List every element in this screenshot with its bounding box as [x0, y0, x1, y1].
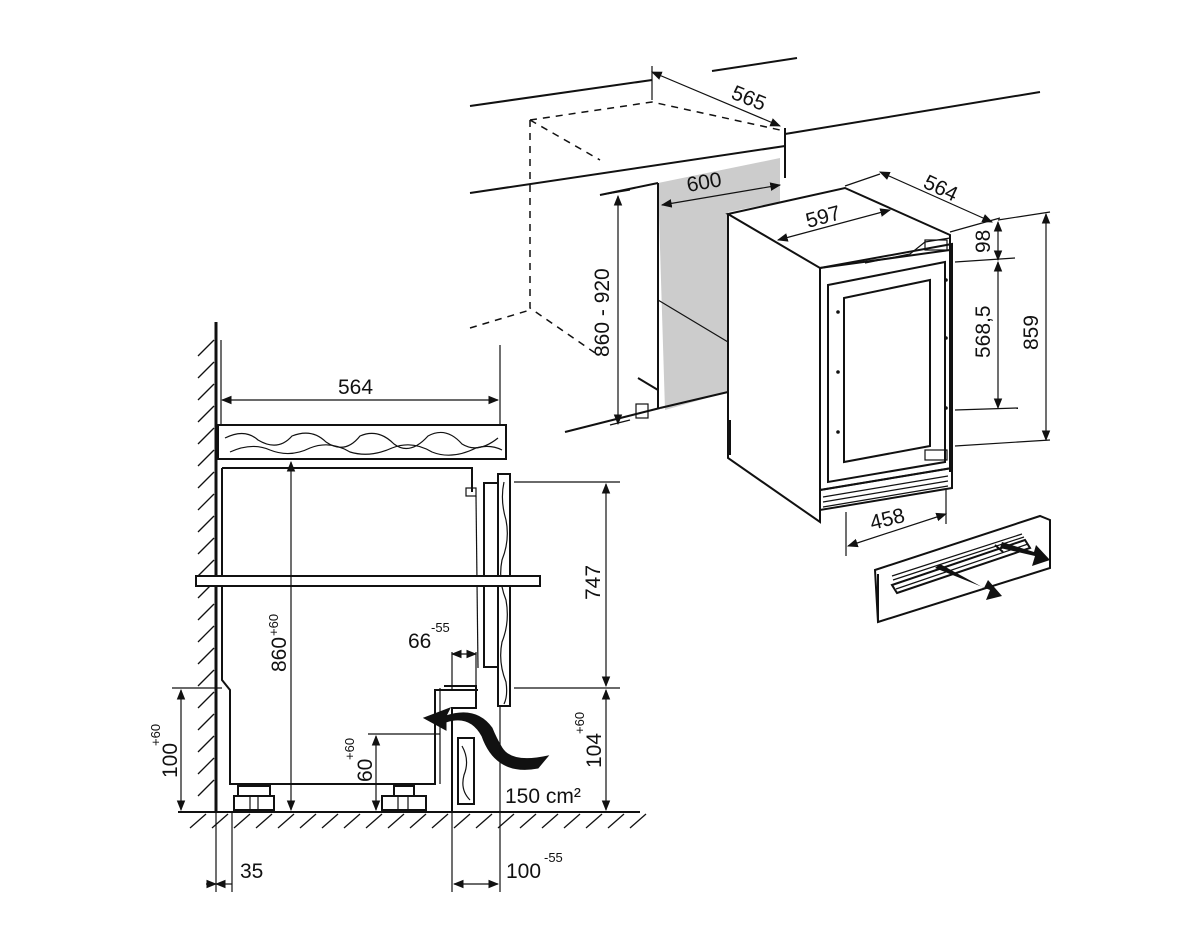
floor-hatch-line — [431, 813, 449, 829]
wall-hatch-line — [197, 383, 215, 401]
wall-hatch-line — [197, 603, 215, 621]
floor-hatch-line — [519, 813, 537, 829]
floor-hatch-line — [211, 813, 229, 829]
wall-hatch-line — [197, 559, 215, 577]
wall-hatch-line — [197, 669, 215, 687]
floor-hatch-line — [189, 813, 207, 829]
airflow-arrow — [422, 707, 550, 770]
dim-appliance-height: 859 — [1020, 315, 1043, 350]
dim-plinth-right: 104 — [583, 733, 606, 768]
dim-side-depth: 564 — [338, 376, 373, 399]
dim-bottom-offset-tol: -55 — [544, 850, 563, 865]
dim-inner-height: 860 — [268, 637, 291, 672]
wall-hatch-line — [197, 757, 215, 775]
floor-hatch-line — [387, 813, 405, 829]
floor-hatch-line — [541, 813, 559, 829]
floor-hatch-line — [365, 813, 383, 829]
dim-grille-width: 458 — [868, 504, 908, 535]
floor-hatch-line — [607, 813, 625, 829]
wall-hatch-line — [197, 779, 215, 797]
wall-hatch-line — [197, 361, 215, 379]
floor-hatch-line — [233, 813, 251, 829]
rear-foot — [393, 785, 415, 797]
wall-hatch-line — [197, 515, 215, 533]
airflow-in-arrow — [935, 564, 1002, 600]
wall-hatch-line — [197, 449, 215, 467]
floor-hatch-line — [563, 813, 581, 829]
floor-hatch-line — [453, 813, 471, 829]
appliance-hinge-bottom — [924, 449, 948, 461]
dim-wall-offset: 35 — [240, 860, 263, 883]
wall-hatch-line — [197, 471, 215, 489]
appliance-hinge-top — [924, 239, 948, 251]
dim-niche-depth: 565 — [728, 81, 769, 115]
front-foot — [237, 785, 271, 797]
dim-plinth-right-tol: +60 — [572, 712, 587, 734]
dim-door-glass-height: 568,5 — [972, 305, 995, 358]
vent-area-label: 150 cm² — [505, 785, 581, 808]
niche-foot — [635, 403, 649, 419]
dim-niche-height: 860 - 920 — [591, 268, 614, 357]
appliance-perspective: 597 564 98 568,5 859 458 — [725, 171, 1051, 556]
dim-foot-tol: +60 — [342, 738, 357, 760]
plinth-grille — [457, 737, 475, 805]
wall-hatch-line — [197, 691, 215, 709]
wall-hatch-line — [197, 735, 215, 753]
floor-hatch-line — [255, 813, 273, 829]
dim-plinth-left-tol: +60 — [148, 724, 163, 746]
wall-hatch-line — [197, 647, 215, 665]
niche-shaded-area — [658, 158, 780, 410]
dim-plinth-left: 100 — [159, 743, 182, 778]
wall-hatch-line — [197, 493, 215, 511]
section-cut-band — [195, 575, 541, 587]
door-decor-panel — [497, 473, 511, 707]
floor-hatch-line — [277, 813, 295, 829]
dim-door-height: 747 — [582, 565, 605, 600]
wall-hatch-line — [197, 713, 215, 731]
airflow-out-arrow — [1000, 542, 1050, 566]
dim-foot: 60 — [354, 759, 377, 782]
floor-hatch-line — [629, 813, 647, 829]
floor-hatch-line — [299, 813, 317, 829]
dim-gap-tol: -55 — [431, 620, 450, 635]
floor-hatch-line — [343, 813, 361, 829]
dim-appliance-depth: 564 — [920, 171, 962, 207]
dim-top-offset: 98 — [972, 230, 995, 253]
dim-inner-height-tol: +60 — [266, 614, 281, 636]
worktop — [217, 424, 507, 460]
floor-hatch-line — [409, 813, 427, 829]
wall-hatch-line — [197, 427, 215, 445]
wall-hatch-line — [197, 537, 215, 555]
floor-hatch-line — [321, 813, 339, 829]
side-section: 564 860 +60 747 104 +60 66 -55 60 +60 10… — [148, 322, 647, 892]
wall-hatch-line — [197, 339, 215, 357]
floor-hatch — [189, 813, 647, 829]
niche-perspective: 565 600 860 - 920 — [469, 57, 1041, 433]
wall-hatch — [197, 339, 215, 797]
floor-hatch-line — [497, 813, 515, 829]
dim-appliance-width: 597 — [803, 202, 843, 233]
floor-hatch-line — [585, 813, 603, 829]
floor-hatch-line — [475, 813, 493, 829]
dim-gap: 66 — [408, 630, 431, 653]
wall-hatch-line — [197, 405, 215, 423]
wall-hatch-line — [197, 625, 215, 643]
vent-grille-detail — [873, 514, 1051, 624]
dim-bottom-offset: 100 — [506, 860, 541, 883]
